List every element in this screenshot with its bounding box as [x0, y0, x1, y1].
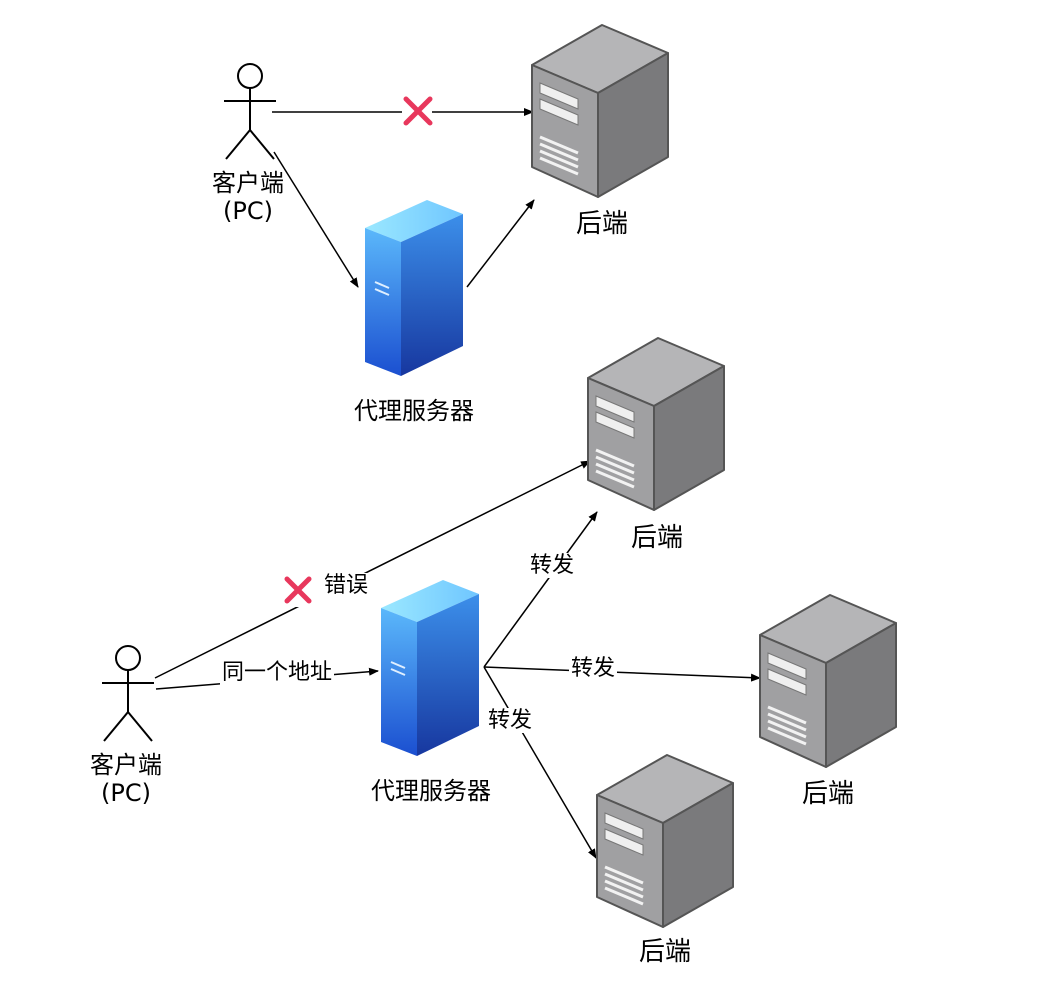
backend-server-icon [586, 336, 726, 512]
client-label: 客户端 (PC) [212, 169, 284, 225]
client-actor-icon [223, 63, 277, 160]
backend-label: 后端 [630, 523, 684, 553]
forward-arrow-bottom [483, 666, 597, 859]
backend-server-icon [758, 593, 898, 769]
proxy-label: 代理服务器 [354, 397, 474, 425]
backend-label: 后端 [801, 779, 855, 809]
proxy-to-backend-arrow [466, 199, 535, 288]
proxy-server-icon [364, 199, 464, 377]
forward-label: 转发 [569, 656, 618, 682]
proxy-label: 代理服务器 [371, 777, 491, 805]
client-label: 客户端 (PC) [90, 751, 162, 807]
forward-arrow-top [483, 511, 598, 668]
backend-server-icon [595, 753, 735, 929]
forward-arrow-right [483, 666, 761, 682]
blocked-cross-icon [402, 96, 433, 127]
error-label: 错误 [322, 573, 371, 599]
proxy-server-icon [380, 579, 480, 757]
forward-label: 转发 [528, 553, 577, 579]
blocked-error-arrow [154, 460, 591, 679]
backend-label: 后端 [575, 209, 629, 239]
client-to-proxy-arrow [273, 151, 359, 288]
backend-server-icon [530, 23, 670, 199]
client-actor-icon [101, 645, 155, 742]
forward-label: 转发 [486, 708, 535, 734]
same-address-label: 同一个地址 [220, 660, 335, 686]
backend-label: 后端 [638, 937, 692, 967]
